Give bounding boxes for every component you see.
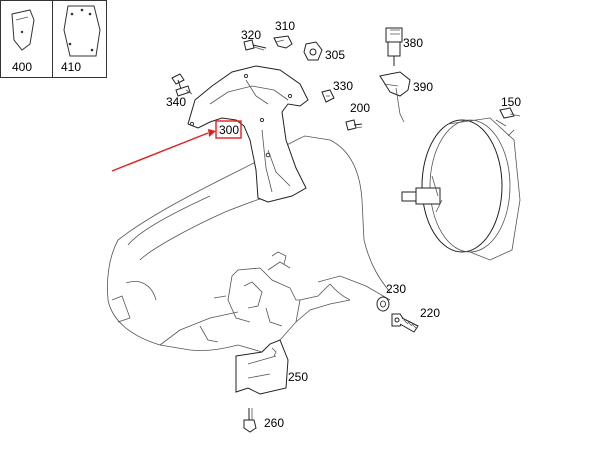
callout-300-highlight[interactable]: 300 [111,120,242,172]
label-380: 380 [403,36,423,50]
label-200: 200 [350,101,370,115]
label-250: 250 [288,370,308,384]
label-150: 150 [501,95,521,109]
part-250-bracket[interactable]: 250 [235,339,308,395]
part-390-bracket[interactable]: 390 [379,71,433,123]
label-220: 220 [420,306,440,320]
label-310: 310 [275,19,295,33]
part-300-heat-shield[interactable] [187,65,309,203]
part-330-clip[interactable]: 330 [321,79,353,103]
label-320: 320 [241,28,261,42]
inset-box-400[interactable]: 400 [0,0,53,78]
part-220-bolt[interactable]: 220 [391,306,440,333]
part-230-washer[interactable]: 230 [376,282,406,312]
label-400: 400 [12,60,32,74]
part-150-torque-converter[interactable] [401,117,521,261]
part-320-bolt[interactable]: 320 [241,28,267,51]
label-230: 230 [386,282,406,296]
red-arrowhead-icon [208,129,216,137]
cover-410-icon [63,5,101,57]
label-300: 300 [219,123,239,137]
callout-300-box [215,120,242,139]
part-150-bolt[interactable]: 150 [499,95,521,119]
part-340-bolt[interactable]: 340 [166,73,193,109]
label-390: 390 [413,80,433,94]
part-305-nut[interactable]: 305 [303,41,345,62]
label-260: 260 [264,416,284,430]
label-330: 330 [333,79,353,93]
inset-box-410[interactable]: 410 [52,0,107,78]
part-310-clip[interactable]: 310 [273,19,295,49]
part-260-bolt[interactable]: 260 [243,408,284,433]
transmission-housing-illustration [107,135,391,353]
label-410: 410 [61,60,81,74]
label-340: 340 [166,95,186,109]
gasket-400-icon [11,9,35,51]
part-380-sensor[interactable]: 380 [385,27,423,66]
label-305: 305 [325,48,345,62]
part-200-bolt[interactable]: 200 [345,101,370,131]
red-pointer-line [111,132,209,172]
